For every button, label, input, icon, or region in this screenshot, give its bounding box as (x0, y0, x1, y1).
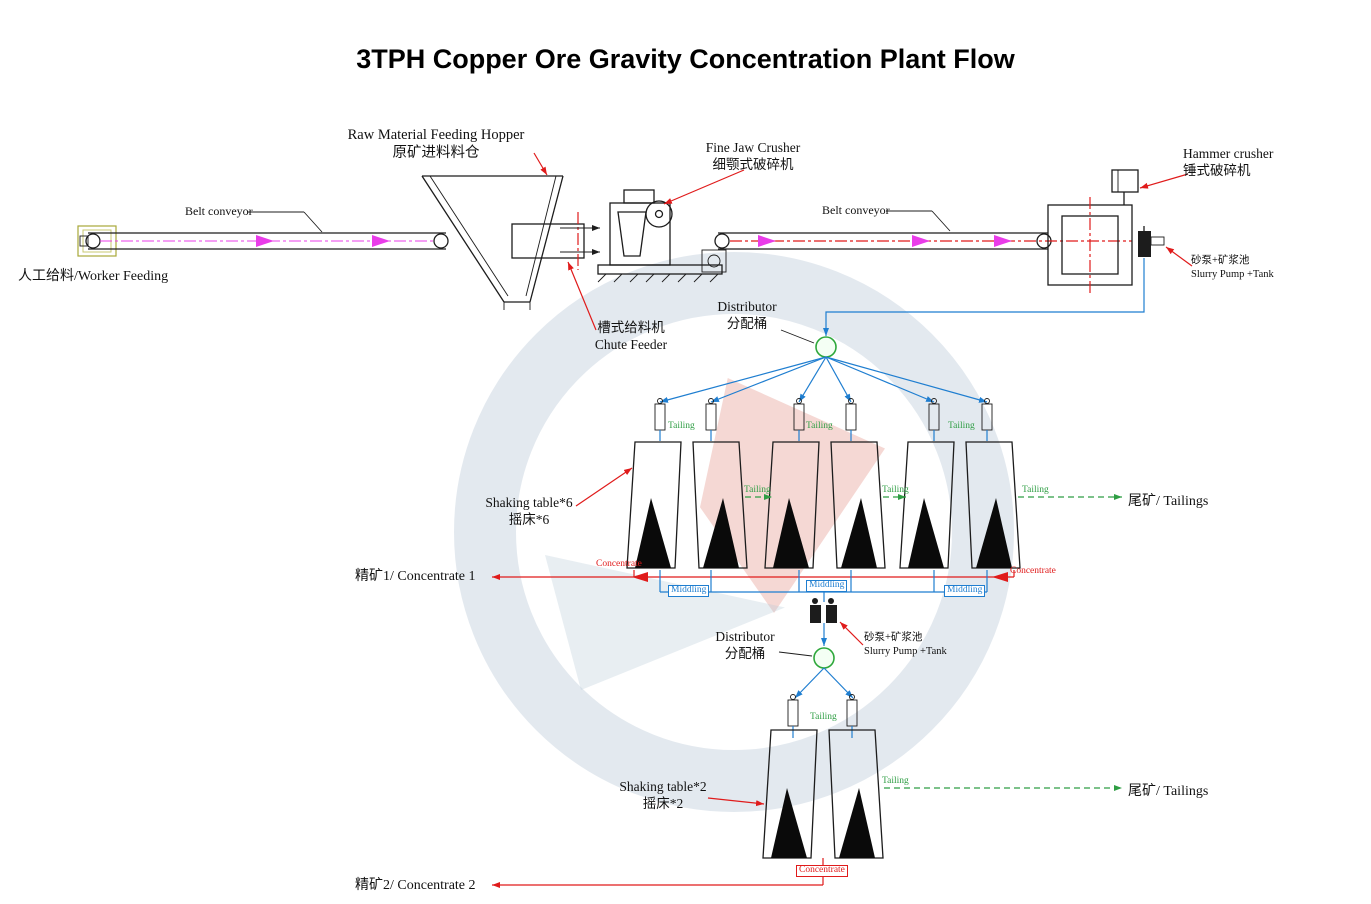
shaking-table-8 (828, 729, 884, 859)
shaking-table-2-label: Shaking table*2 摇床*2 (616, 779, 710, 813)
feeding-hopper (421, 175, 564, 310)
shaking-table-1 (626, 441, 682, 569)
tailing-label: Tailing (948, 421, 975, 431)
hammer-crusher-label: Hammer crusher 锤式破碎机 (1183, 146, 1273, 180)
slurry-pump-tank-2 (810, 598, 837, 646)
chute-feeder (511, 212, 600, 270)
slurry-pump-1-label: 砂泵+矿浆池 Slurry Pump +Tank (1191, 254, 1274, 281)
middling-label: Middling (668, 585, 710, 597)
middling-label: Middling (806, 580, 848, 592)
shaking-table-6-label: Shaking table*6 摇床*6 (480, 495, 578, 529)
slurry-pump-2-label-cn: 砂泵+矿浆池 (864, 632, 923, 643)
middling-label: Middling (944, 585, 986, 597)
jaw-crusher-label-cn: 细颚式破碎机 (712, 156, 794, 172)
tailing-label: Tailing (744, 485, 771, 495)
shaking-table-2 (692, 441, 748, 569)
distributor-2-label-cn: 分配桶 (724, 645, 766, 661)
jaw-crusher (597, 189, 727, 283)
concentrate-tag: Concentrate (596, 559, 642, 569)
distributor-2 (778, 647, 835, 669)
hammer-crusher-label-en: Hammer crusher (1183, 146, 1274, 161)
hammer-crusher-label-cn: 锤式破碎机 (1183, 162, 1251, 178)
slurry-pump-2-label-en: Slurry Pump +Tank (864, 645, 947, 657)
shaking-table-5 (899, 441, 955, 569)
worker-feeding-label: 人工给料/Worker Feeding (18, 269, 169, 284)
hopper-label-en: Raw Material Feeding Hopper (347, 127, 525, 143)
tailings-out-2-label: 尾矿/ Tailings (1128, 784, 1209, 799)
tailing-label: Tailing (882, 776, 909, 786)
shaking-table-2-label-cn: 摇床*2 (642, 795, 684, 811)
concentrate-tag: Concentrate (1010, 566, 1056, 576)
shaking-table-2-label-en: Shaking table*2 (619, 779, 707, 794)
chute-feeder-label-cn: 槽式给料机 (597, 320, 665, 335)
shaking-table-7 (762, 729, 818, 859)
distributor-1-label: Distributor 分配桶 (712, 299, 782, 333)
concentrate-line-1 (492, 570, 1015, 582)
concentrate-1-label: 精矿1/ Concentrate 1 (355, 569, 476, 584)
chute-feeder-label: 槽式给料机 Chute Feeder (585, 320, 677, 354)
shaking-table-3 (764, 441, 820, 569)
chute-feeder-label-en: Chute Feeder (594, 336, 668, 352)
belt-conveyor-1 (85, 211, 449, 250)
shaking-table-6-label-en: Shaking table*6 (485, 495, 573, 510)
hopper-label-cn: 原矿进料料仓 (392, 145, 480, 162)
belt-conveyor-2-label: Belt conveyor (822, 203, 890, 217)
slurry-pump-1-label-en: Slurry Pump +Tank (1191, 268, 1274, 280)
distributor-2-label-en: Distributor (715, 629, 775, 644)
diagram-title: 3TPH Copper Ore Gravity Concentration Pl… (356, 44, 1015, 74)
shaking-table-4 (830, 441, 886, 569)
distributor-1 (780, 329, 837, 358)
slurry-pump-tank-1 (1138, 226, 1165, 257)
worker-feeding-station (77, 225, 117, 257)
shaking-table-6-label-cn: 摇床*6 (508, 511, 550, 527)
distributor-1-label-en: Distributor (717, 299, 777, 314)
tailing-label: Tailing (882, 485, 909, 495)
concentrate-tag: Concentrate (796, 865, 848, 877)
hammer-crusher (1047, 169, 1139, 293)
tailings-out-1-label: 尾矿/ Tailings (1128, 494, 1209, 509)
callout-lines (533, 152, 1193, 807)
tailing-label: Tailing (806, 421, 833, 431)
belt-conveyor-2 (714, 210, 1132, 250)
belt-conveyor-1-label: Belt conveyor (185, 204, 253, 218)
jaw-crusher-label-en: Fine Jaw Crusher (705, 140, 801, 155)
concentrate-2-label: 精矿2/ Concentrate 2 (355, 878, 476, 893)
feed-distribution-lines-1 (654, 356, 993, 441)
tailing-label: Tailing (668, 421, 695, 431)
jaw-crusher-label: Fine Jaw Crusher 细颚式破碎机 (698, 140, 808, 174)
feed-distribution-lines-2 (787, 667, 858, 738)
concentrate-line-2 (492, 858, 824, 888)
tailing-label: Tailing (810, 712, 837, 722)
flow-to-distributor-1 (823, 258, 1145, 336)
distributor-2-label: Distributor 分配桶 (710, 629, 780, 663)
slurry-pump-2-label: 砂泵+矿浆池 Slurry Pump +Tank (864, 631, 947, 658)
shaking-table-6 (965, 441, 1021, 569)
slurry-pump-1-label-cn: 砂泵+矿浆池 (1191, 255, 1250, 266)
hopper-label: Raw Material Feeding Hopper 原矿进料料仓 (345, 126, 527, 162)
tailing-label: Tailing (1022, 485, 1049, 495)
middling-lines (659, 570, 988, 602)
distributor-1-label-cn: 分配桶 (726, 315, 768, 331)
